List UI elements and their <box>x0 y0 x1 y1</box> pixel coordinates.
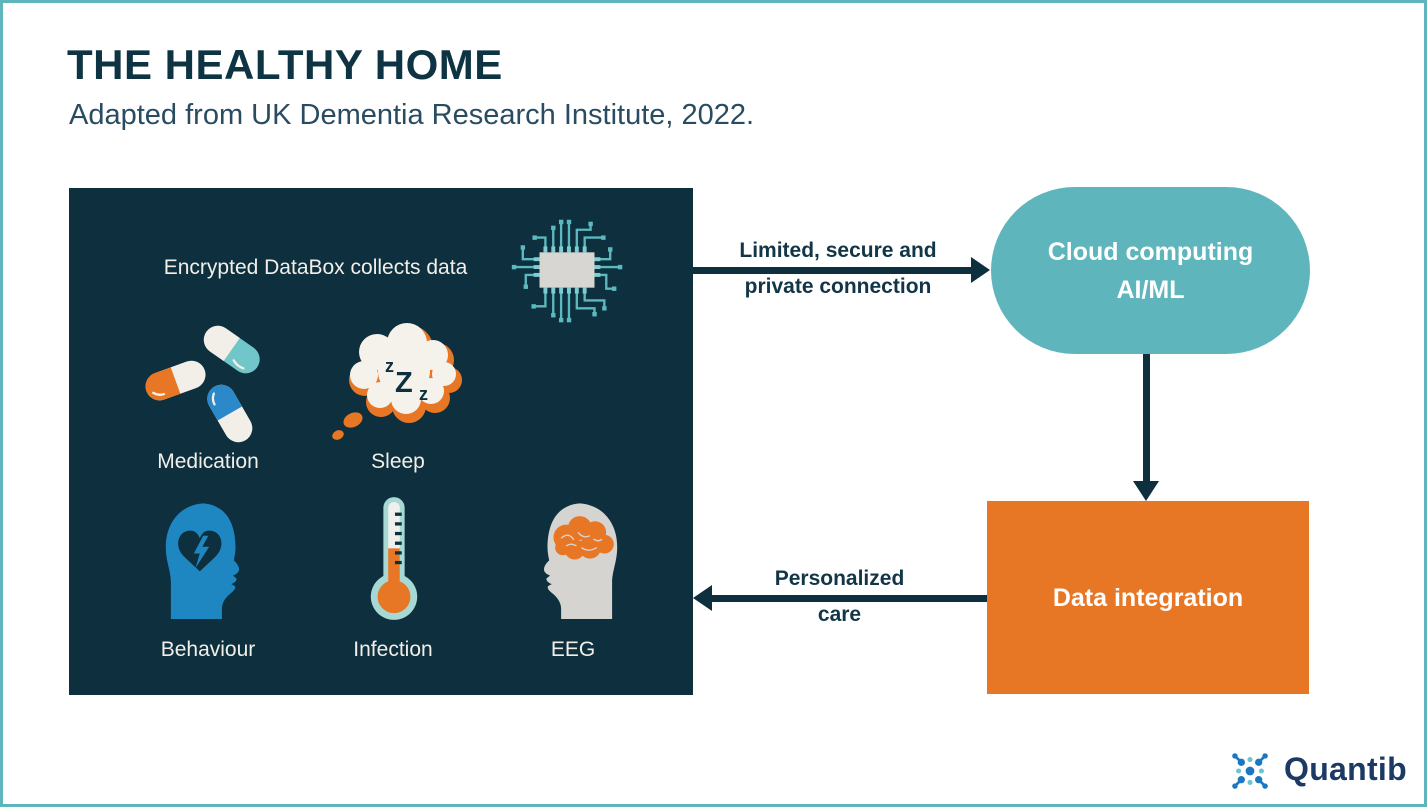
sleep-z-small-1: z <box>385 356 394 376</box>
arrow-to-cloud-shaft <box>693 267 973 274</box>
cloud-node-label-line1: Cloud computing <box>1047 237 1254 266</box>
sleep-thought-cloud-icon: z Z z <box>332 323 462 440</box>
label-infection: Infection <box>353 638 433 661</box>
arrow-to-cloud-label-line2: private connection <box>744 275 932 298</box>
label-behaviour: Behaviour <box>160 638 256 661</box>
data-integration-node: Data integration <box>987 501 1309 694</box>
databox-panel: Encrypted DataBox collects data <box>69 188 693 695</box>
arrow-to-home-shaft <box>711 595 987 602</box>
label-medication: Medication <box>157 450 259 473</box>
pills-icon <box>145 325 260 443</box>
arrow-to-home-head <box>693 585 712 611</box>
label-sleep: Sleep <box>371 450 425 473</box>
arrow-cloud-to-integration-head <box>1133 481 1159 501</box>
data-integration-label: Data integration <box>1052 583 1244 612</box>
arrow-to-cloud-head <box>971 257 990 283</box>
quantib-network-icon <box>1232 753 1268 789</box>
sleep-z-small-2: z <box>419 384 428 404</box>
head-heart-bolt-icon <box>165 503 240 619</box>
arrow-to-cloud-label-line1: Limited, secure and <box>739 239 937 262</box>
cloud-node-label-line2: AI/ML <box>1116 275 1185 304</box>
head-brain-icon <box>543 503 618 619</box>
databox-heading: Encrypted DataBox collects data <box>163 256 468 279</box>
page-subtitle: Adapted from UK Dementia Research Instit… <box>69 99 755 131</box>
microchip-icon <box>511 219 623 323</box>
arrow-to-home-label-line1: Personalized <box>774 567 905 590</box>
page-title: THE HEALTHY HOME <box>67 41 503 88</box>
arrow-cloud-to-integration-shaft <box>1143 354 1150 482</box>
quantib-wordmark: Quantib <box>1284 751 1407 787</box>
thermometer-icon <box>370 497 418 620</box>
arrow-to-home-label-line2: care <box>817 603 862 626</box>
label-eeg: EEG <box>550 638 596 661</box>
cloud-computing-node: Cloud computing AI/ML <box>991 187 1310 354</box>
sleep-z-large: Z <box>395 367 413 399</box>
